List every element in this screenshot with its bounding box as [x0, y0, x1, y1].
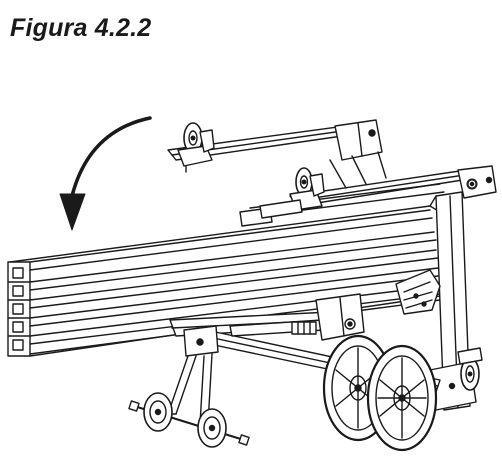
small-wheel-right: [198, 409, 226, 447]
caster-wheel-rear: [178, 123, 214, 172]
large-wheel-outer: [368, 346, 436, 450]
rear-bracket: [316, 294, 364, 340]
small-wheel-left: [144, 393, 172, 431]
rotation-arrow-icon: [60, 118, 150, 230]
figure-caption: Figura 4.2.2: [10, 14, 152, 42]
rear-caster: [458, 348, 482, 390]
